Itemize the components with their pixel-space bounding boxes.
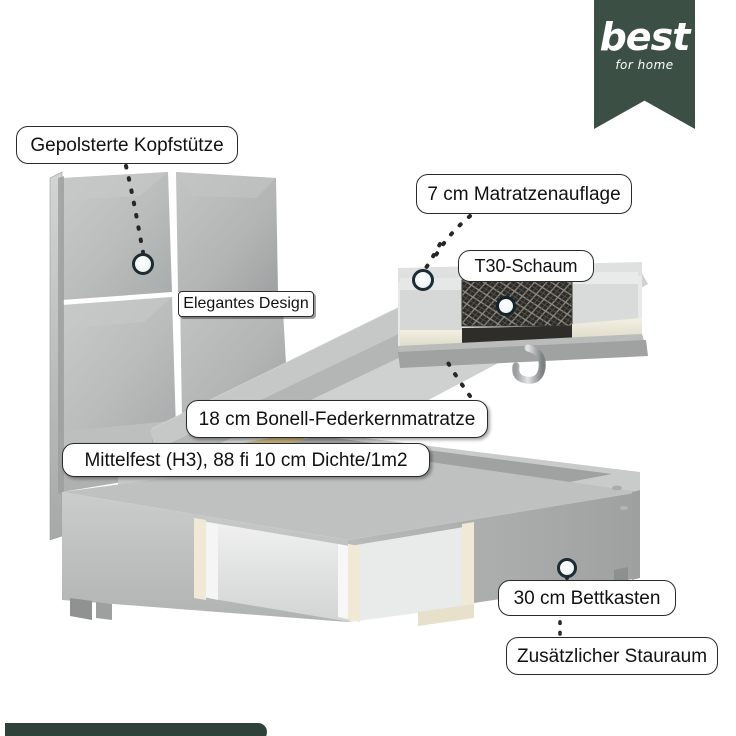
callout-mattress: 18 cm Bonell-Federkernmatratze [186, 400, 488, 438]
marker-dot-headrest[interactable] [132, 253, 154, 275]
bottom-accent-bar [5, 723, 267, 736]
callout-headrest: Gepolsterte Kopfstütze [16, 126, 238, 164]
callout-firmness: Mittelfest (H3), 88 fi 10 cm Dichte/1m2 [62, 443, 430, 477]
marker-dot-foam[interactable] [496, 296, 516, 316]
callout-design: Elegantes Design [178, 291, 314, 317]
brand-name: best [599, 15, 691, 59]
marker-dot-topper[interactable] [412, 269, 434, 291]
marker-dot-drawer[interactable] [557, 558, 577, 578]
brand-tagline: for home [615, 58, 674, 72]
callout-drawer: 30 cm Bettkasten [498, 580, 676, 616]
callout-storage: Zusätzlicher Stauraum [506, 637, 718, 675]
callout-topper: 7 cm Matratzenauflage [416, 174, 632, 214]
callout-foam: T30-Schaum [458, 250, 594, 282]
